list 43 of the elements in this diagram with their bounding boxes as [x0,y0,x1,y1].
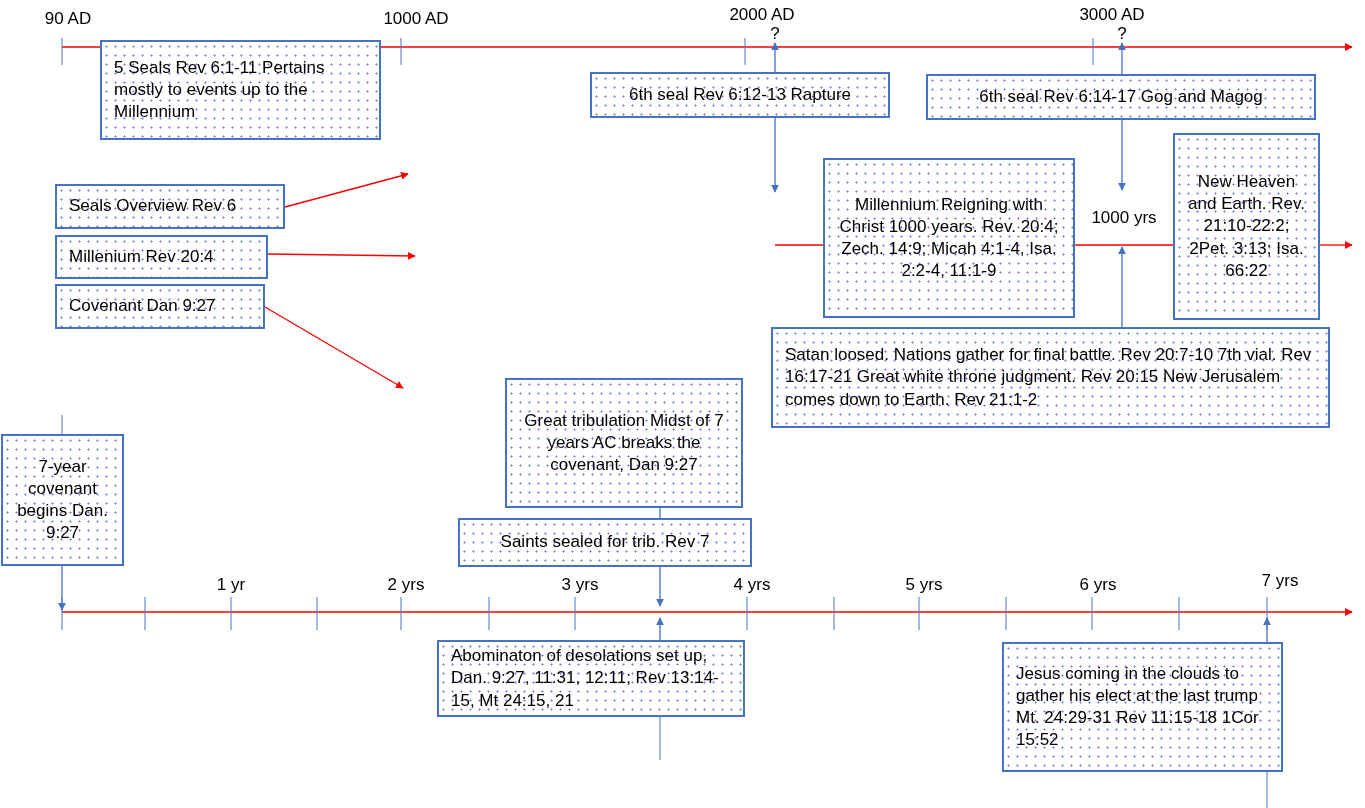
axis-label: 2000 AD [729,4,795,26]
arrow [1263,617,1271,643]
axis-label: 6 yrs [1079,574,1117,596]
arrow [1118,246,1126,328]
axis-label: 5 yrs [905,574,943,596]
arrow [771,117,779,193]
event-box: 5 Seals Rev 6:1-11 Pertains mostly to events up to the Millennium [100,40,381,140]
arrow [656,617,664,641]
event-box: Millennium Reigning with Christ 1000 years. Rev. 20:4; Zech. 14:9; Micah 4:1-4, Isa. 2:2-4, 11:1-9 [823,158,1075,318]
arrow [1319,241,1353,249]
arrow [1118,42,1126,75]
event-box: Saints sealed for trib. Rev 7 [458,518,752,567]
axis-label: 7 yrs [1261,570,1299,592]
axis-label: 3000 AD [1079,4,1145,26]
axis-label: 90 AD [44,8,92,30]
arrow [656,566,664,607]
axis-label: 1000 AD [383,8,449,30]
question-mark: ? [1115,23,1129,43]
event-box: 6th seal Rev 6:14-17 Gog and Magog [926,74,1316,120]
axis-label: 2 yrs [387,574,425,596]
arrow [284,172,409,208]
event-box: Satan loosed. Nations gather for final battle. Rev 20:7-10 7th vial. Rev 16:17-21 Great white throne judgment. Rev 20:15 New Jerusalem comes down to Earth. Rev 21:1-2 [771,327,1330,428]
axis-label: 1 yr [216,574,246,596]
question-mark: ? [768,23,782,43]
connector-line [774,244,824,246]
axis-label: 3 yrs [561,574,599,596]
event-box: Millenium Rev 20:4 [55,235,268,279]
event-box: 6th seal Rev 6:12-13 Rapture [590,72,890,118]
axis-label: 4 yrs [733,574,771,596]
arrow [771,42,779,73]
event-box: Great tribulation Midst of 7 years AC breaks the covenant, Dan 9:27 [505,378,743,508]
arrow [1118,119,1126,191]
arrow [58,565,66,611]
arrow [264,306,404,389]
arrow [267,252,416,260]
event-box: 7-year covenant begins Dan. 9:27 [1,434,124,566]
event-box: Abominaton of desolations set up, Dan. 9:27, 11:31, 12:11; Rev 13:14-15, Mt 24:15, 21 [437,640,745,717]
connector-line [1074,244,1174,246]
event-box: Jesus coming in the clouds to gather his elect at the last trump Mt. 24:29-31 Rev 11:15-18 1Cor 15:52 [1002,642,1283,772]
connector-line [659,507,661,519]
event-box: New Heaven and Earth. Rev. 21:10-22:2; 2Pet. 3:13; Isa. 66:22 [1173,133,1320,320]
event-box: Seals Overview Rev 6 [55,184,285,229]
event-box: Covenant Dan 9:27 [55,284,265,329]
